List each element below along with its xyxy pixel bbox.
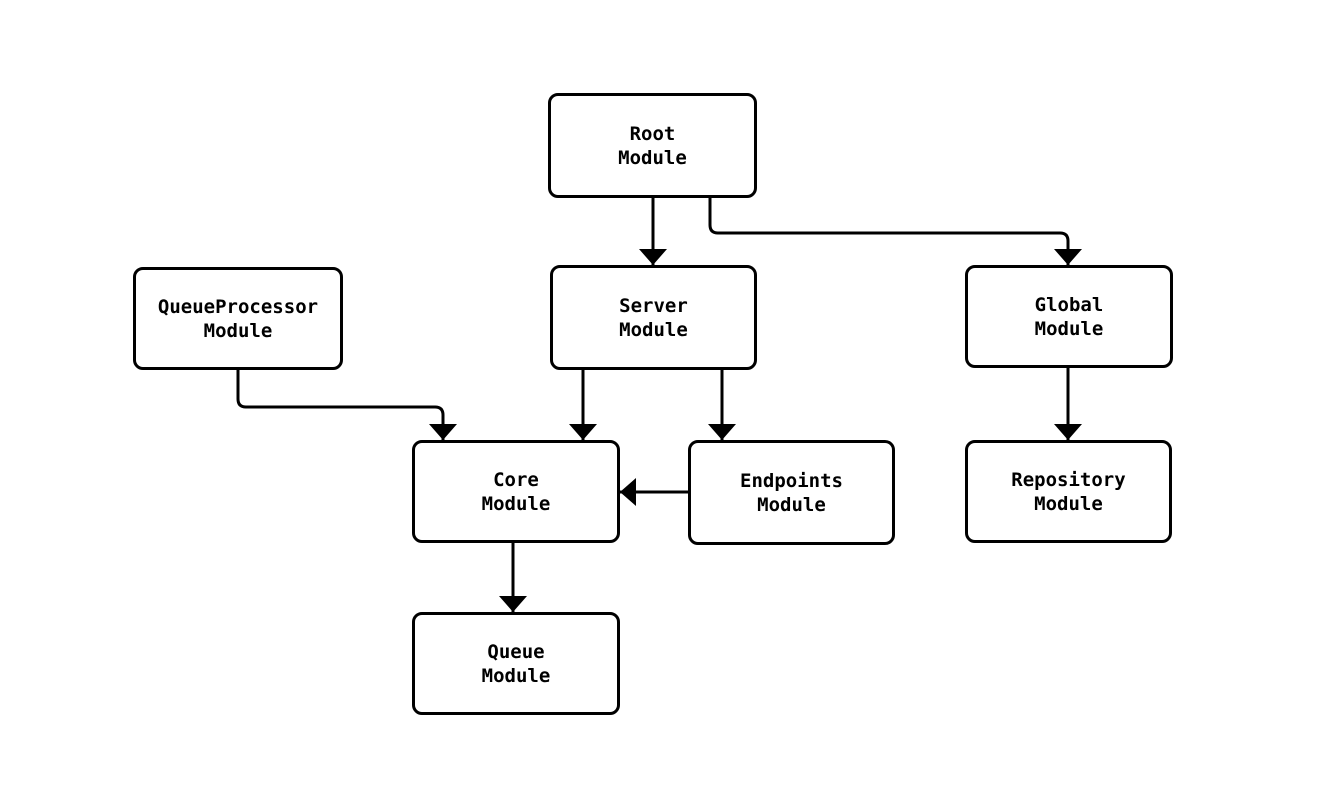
- node-label-server: Server Module: [619, 294, 688, 341]
- node-queue-module: Queue Module: [412, 612, 620, 715]
- node-core-module: Core Module: [412, 440, 620, 543]
- node-queueprocessor-module: QueueProcessor Module: [133, 267, 343, 370]
- edge-queueprocessor-to-core: [236, 370, 457, 440]
- node-label-core: Core Module: [481, 468, 551, 515]
- node-label-endpoints: Endpoints Module: [740, 469, 843, 516]
- node-global-module: Global Module: [965, 265, 1173, 368]
- node-endpoints-module: Endpoints Module: [688, 440, 895, 545]
- node-label-repository: Repository Module: [1011, 468, 1126, 515]
- node-label-global: Global Module: [1034, 293, 1104, 340]
- node-label-root: Root Module: [618, 122, 687, 169]
- node-label-queueprocessor: QueueProcessor Module: [157, 295, 319, 342]
- node-repository-module: Repository Module: [965, 440, 1172, 543]
- node-server-module: Server Module: [550, 265, 757, 370]
- edge-root-to-global: [708, 198, 1082, 265]
- node-label-queue: Queue Module: [481, 640, 551, 687]
- node-root-module: Root Module: [548, 93, 757, 198]
